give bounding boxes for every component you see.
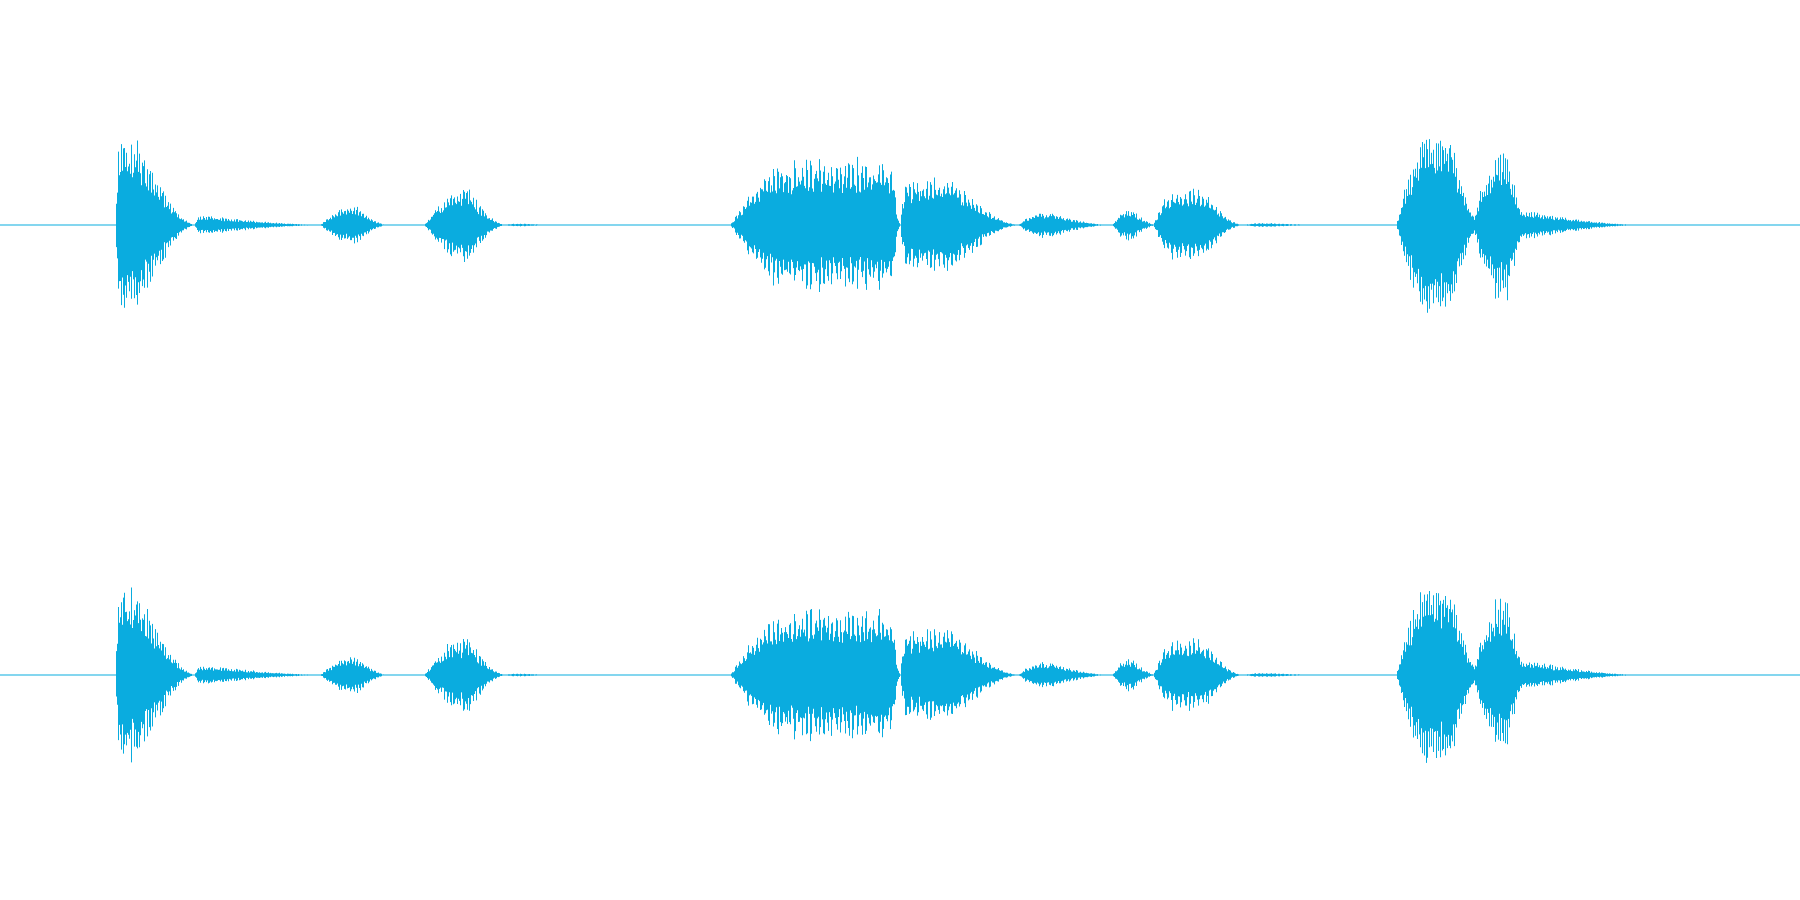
channel-1-waveform[interactable] xyxy=(0,139,1800,313)
channel-2-samples xyxy=(116,587,1631,763)
channel-1-samples xyxy=(116,139,1631,313)
channel-2-waveform[interactable] xyxy=(0,587,1800,763)
